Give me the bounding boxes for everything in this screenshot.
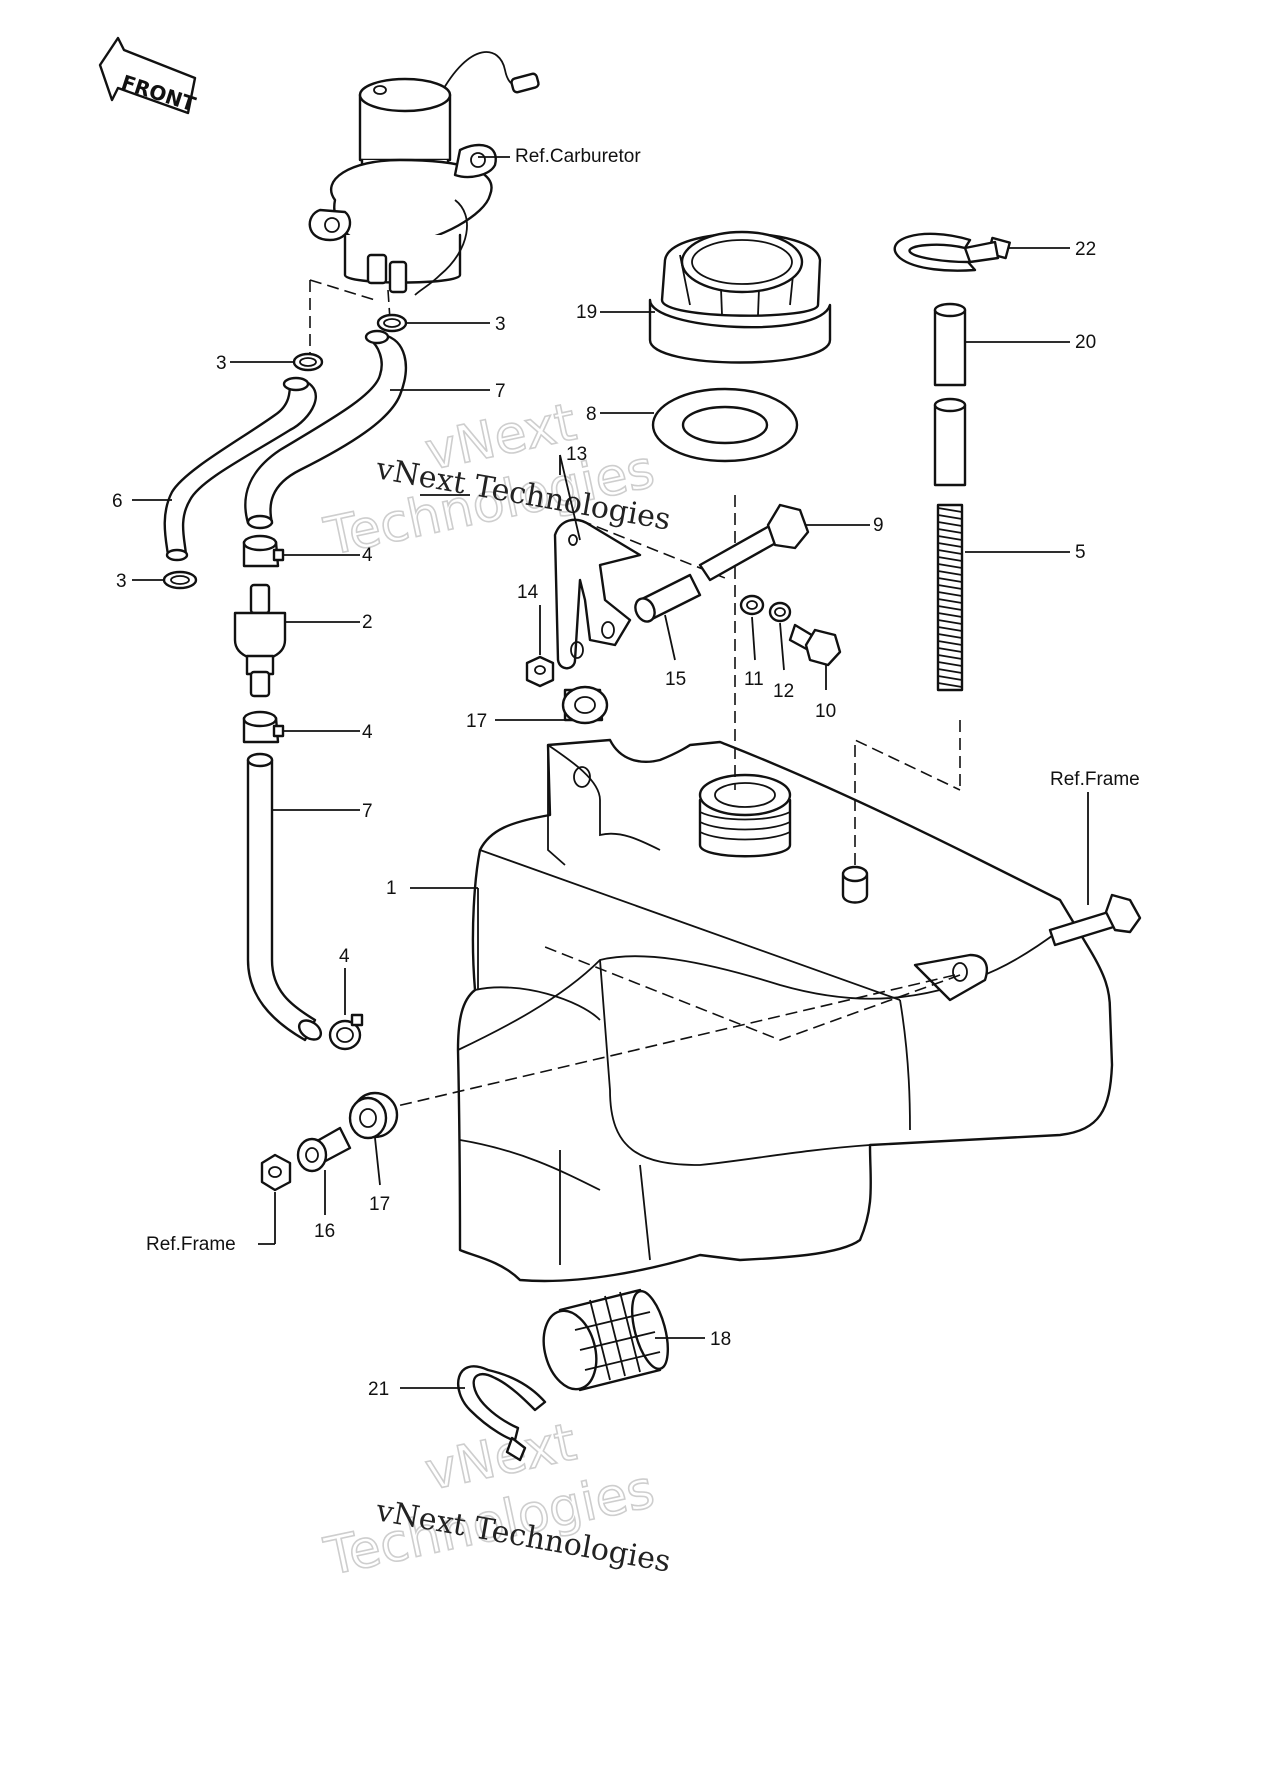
washer-12 bbox=[768, 601, 792, 623]
callout-11: 11 bbox=[744, 669, 764, 690]
strainer-18 bbox=[542, 1288, 670, 1392]
callout-4-upper: 4 bbox=[362, 545, 373, 566]
callout-1: 1 bbox=[386, 878, 397, 899]
callout-17-upper: 17 bbox=[466, 711, 487, 732]
spring-5 bbox=[936, 503, 964, 692]
tube-20 bbox=[933, 302, 967, 487]
tank-grommet bbox=[841, 865, 869, 904]
callout-13: 13 bbox=[566, 444, 587, 465]
ref-frame-upper-label: Ref.Frame bbox=[1050, 769, 1140, 790]
grommet-17-lower bbox=[348, 1091, 399, 1140]
callout-2: 2 bbox=[362, 612, 373, 633]
nut-lower bbox=[260, 1153, 292, 1192]
callout-12: 12 bbox=[773, 681, 794, 702]
ref-frame-lower-label: Ref.Frame bbox=[146, 1234, 236, 1255]
hose-6 bbox=[163, 376, 317, 562]
clamp-22 bbox=[893, 232, 1011, 272]
clamp-4-upper bbox=[242, 534, 285, 568]
hose-7-upper bbox=[244, 329, 408, 530]
grommet-17-upper bbox=[561, 685, 609, 725]
frame-bolt: Ref.Frame bbox=[1048, 769, 1142, 947]
nut-14 bbox=[525, 655, 555, 688]
fuel-tank-1 bbox=[456, 738, 1114, 1283]
callout-15: 15 bbox=[665, 669, 686, 690]
callout-7-upper: 7 bbox=[495, 381, 506, 402]
clamp-4-middle bbox=[242, 710, 285, 744]
gasket-8 bbox=[651, 387, 799, 463]
callout-6: 6 bbox=[112, 491, 123, 512]
bolt-10 bbox=[788, 623, 842, 667]
callout-4-lower: 4 bbox=[339, 946, 350, 967]
callout-21: 21 bbox=[368, 1379, 389, 1400]
callout-7-lower: 7 bbox=[362, 801, 373, 822]
callout-labels: 1 2 3 3 3 4 4 4 5 6 7 7 8 9 10 11 12 13 … bbox=[112, 239, 1096, 1400]
fuel-pump: Ref.Carburetor bbox=[308, 51, 641, 296]
callout-10: 10 bbox=[815, 701, 836, 722]
callout-4-middle: 4 bbox=[362, 722, 373, 743]
fuel-cap-19 bbox=[648, 230, 832, 364]
callout-16: 16 bbox=[314, 1221, 335, 1242]
filler-neck bbox=[698, 773, 792, 858]
callout-3-upper-left: 3 bbox=[216, 353, 227, 374]
front-arrow-icon: FRONT bbox=[98, 36, 199, 116]
callout-3-upper-right: 3 bbox=[495, 314, 506, 335]
washer-11 bbox=[739, 594, 765, 616]
watermark-lower: vNext Technologies vNext Technologies bbox=[318, 1412, 673, 1589]
callout-19: 19 bbox=[576, 302, 597, 323]
clamp-4-lower bbox=[328, 1013, 364, 1051]
bolt-9 bbox=[698, 503, 810, 582]
clip-3-upper-left bbox=[292, 352, 324, 372]
bracket-13 bbox=[553, 518, 642, 670]
ref-carburetor-label: Ref.Carburetor bbox=[515, 146, 641, 167]
clip-3-lower bbox=[162, 570, 198, 590]
fuel-filter-2 bbox=[233, 583, 287, 698]
callout-leaders bbox=[132, 247, 1070, 1389]
callout-14: 14 bbox=[517, 582, 539, 603]
callout-8: 8 bbox=[586, 404, 597, 425]
callout-9: 9 bbox=[873, 515, 884, 536]
callout-18: 18 bbox=[710, 1329, 731, 1350]
callout-22: 22 bbox=[1075, 239, 1096, 260]
callout-5: 5 bbox=[1075, 542, 1086, 563]
collar-16 bbox=[296, 1126, 352, 1173]
callout-17-lower: 17 bbox=[369, 1194, 390, 1215]
callout-3-lower: 3 bbox=[116, 571, 127, 592]
collar-15 bbox=[634, 573, 702, 623]
clip-3-upper-right bbox=[376, 313, 408, 333]
clamp-21 bbox=[456, 1365, 547, 1462]
hose-7-lower bbox=[246, 752, 323, 1042]
callout-20: 20 bbox=[1075, 332, 1096, 353]
